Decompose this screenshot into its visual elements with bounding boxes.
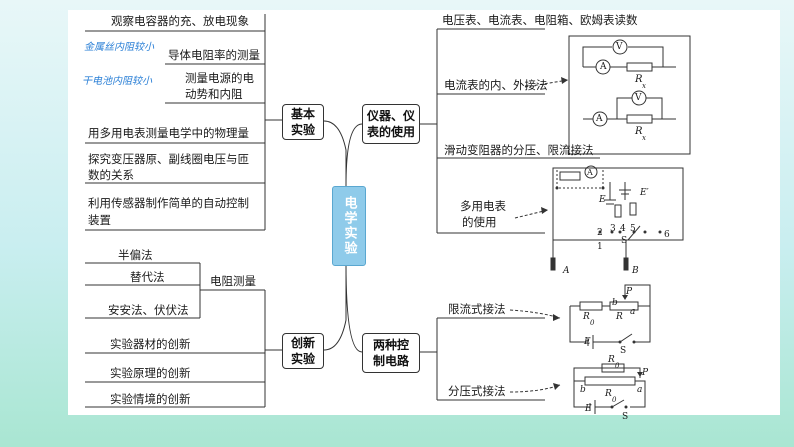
ammeter-connection-diagram <box>568 35 691 155</box>
basic-item-resistivity: 导体电阻率的测量 <box>168 48 260 62</box>
innovation-double-meter: 安安法、伏伏法 <box>108 303 189 317</box>
multimeter-eprime-label: E′ <box>640 188 649 198</box>
basic-item-sensor-1: 利用传感器制作简单的自动控制 <box>88 196 249 210</box>
voltmeter-label-2: V <box>635 93 642 103</box>
control-current-limiting: 限流式接法 <box>448 302 506 316</box>
multimeter-num-1: 1 <box>597 242 603 252</box>
current-limiting-circuit <box>569 284 651 349</box>
handwritten-note-2: 干电池内阻较小 <box>82 76 152 87</box>
multimeter-diagram <box>550 165 684 271</box>
multimeter-e-label: E <box>599 195 606 205</box>
limit-s-label: S <box>620 346 627 356</box>
divider-p-label: P <box>642 368 649 378</box>
limit-r0-label: R <box>583 312 590 322</box>
rx-sub-1: x <box>642 82 646 90</box>
basic-item-sensor-2: 装置 <box>88 213 111 227</box>
multimeter-num-3: 3 <box>610 224 616 234</box>
innovation-substitution: 替代法 <box>130 270 165 284</box>
ammeter-label-2: A <box>596 114 603 124</box>
innovation-principle: 实验原理的创新 <box>110 366 191 380</box>
rx-label-1: R <box>635 74 643 85</box>
handwritten-note-1: 金属丝内阻较小 <box>84 42 154 53</box>
basic-item-transformer-1: 探究变压器原、副线圈电压与匝 <box>88 152 249 166</box>
basic-item-multimeter: 用多用电表测量电学中的物理量 <box>88 126 249 140</box>
voltage-divider-circuit <box>573 363 646 414</box>
probe-a-label: A <box>563 266 570 276</box>
basic-item-capacitor: 观察电容器的充、放电现象 <box>111 14 249 28</box>
divider-r-sub: 0 <box>612 396 617 404</box>
instrument-multimeter-2: 的使用 <box>462 215 497 229</box>
multimeter-num-6: 6 <box>664 230 670 240</box>
instrument-rheostat: 滑动变阻器的分压、限流接法 <box>444 143 594 157</box>
hub-instrument-use: 仪器、仪 表的使用 <box>362 104 420 144</box>
instrument-readings: 电压表、电流表、电阻箱、欧姆表读数 <box>442 13 638 27</box>
limit-e-label: E <box>584 337 591 347</box>
rx-sub-2: x <box>642 134 646 142</box>
instrument-multimeter-1: 多用电表 <box>460 199 506 213</box>
limit-r-label: R <box>616 312 623 322</box>
multimeter-num-5: 5 <box>630 224 636 234</box>
innovation-context: 实验情境的创新 <box>110 392 191 406</box>
hub-control-circuits: 两种控 制电路 <box>362 333 420 373</box>
multimeter-a-label: A <box>587 168 593 177</box>
ammeter-label-1: A <box>600 62 607 72</box>
control-voltage-divider: 分压式接法 <box>448 384 506 398</box>
divider-s-label: S <box>622 412 629 422</box>
hub-basic-experiments: 基本 实验 <box>282 104 324 140</box>
instrument-ammeter-connection: 电流表的内、外接法 <box>444 78 548 92</box>
divider-b-label: b <box>580 385 586 395</box>
divider-r0-sub: 0 <box>615 362 620 370</box>
limit-a-label: a <box>630 307 636 317</box>
limit-b-label: b <box>612 298 618 308</box>
mind-map-card <box>68 10 780 415</box>
basic-item-emf-1: 测量电源的电 <box>185 71 254 85</box>
probe-b-label: B <box>632 266 639 276</box>
voltmeter-label-1: V <box>616 42 623 52</box>
divider-a-label: a <box>637 385 643 395</box>
innovation-equipment: 实验器材的创新 <box>110 337 191 351</box>
multimeter-num-2: 2 <box>597 228 603 238</box>
multimeter-num-4: 4 <box>620 224 626 234</box>
divider-r0-label: R <box>608 355 615 365</box>
rx-label-2: R <box>635 126 643 137</box>
divider-e-label: E <box>585 404 592 414</box>
hub-innovation-experiments: 创新 实验 <box>282 333 324 369</box>
innovation-half-deflection: 半偏法 <box>118 248 153 262</box>
innovation-resistance-measurement: 电阻测量 <box>210 274 256 288</box>
multimeter-s-label: S <box>621 236 628 246</box>
basic-item-emf-2: 动势和内阻 <box>185 87 243 101</box>
divider-r-label: R <box>605 389 612 399</box>
basic-item-transformer-2: 数的关系 <box>88 168 134 182</box>
center-topic: 电学实验 <box>332 186 366 266</box>
limit-p-label: P <box>626 287 633 297</box>
limit-r0-sub: 0 <box>590 319 595 327</box>
